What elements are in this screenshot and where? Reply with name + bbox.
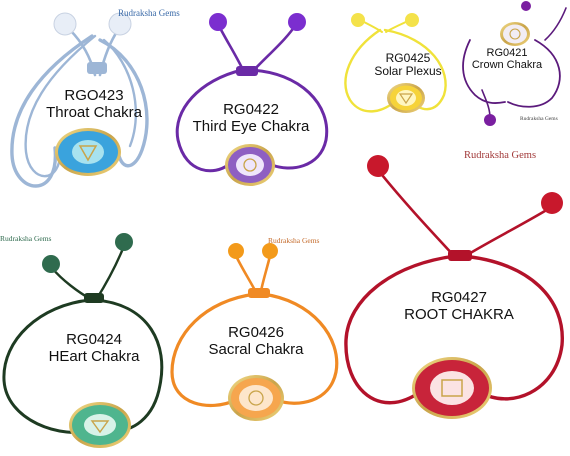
bead-right — [405, 13, 419, 27]
bead-right — [108, 12, 132, 36]
bracelet-solar-plexus — [344, 13, 447, 113]
product-code: RG0427 — [431, 289, 487, 306]
product-name: HEart Chakra — [48, 347, 140, 365]
bead-left — [42, 255, 60, 273]
bracelet-third-eye — [175, 13, 329, 186]
bracelet-crown — [462, 1, 567, 126]
label-crown: RG0421 Crown Chakra — [468, 47, 546, 72]
product-code: RG0422 — [223, 101, 279, 118]
watermark: Rudraksha Gems — [464, 150, 537, 161]
label-heart: RG0424 HEart Chakra — [38, 331, 150, 366]
bead-right — [115, 233, 133, 251]
label-third-eye: RG0422 Third Eye Chakra — [186, 101, 316, 136]
bead-left — [53, 12, 77, 36]
watermark: Rudraksha Gems — [520, 116, 558, 122]
label-root: RG0427 ROOT CHAKRA — [400, 289, 518, 324]
product-code: RG0421 — [486, 47, 528, 59]
watermark: Rudraksha Gems — [268, 236, 320, 245]
bead-left — [228, 243, 244, 259]
bead-left — [367, 155, 389, 177]
watermark: Rudraksha Gems — [0, 234, 52, 243]
bracelet-heart — [2, 233, 164, 448]
label-solar-plexus: RG0425 Solar Plexus — [360, 51, 456, 79]
chakra-disc — [503, 24, 527, 44]
bead-top — [521, 1, 531, 11]
product-name: Sacral Chakra — [208, 340, 304, 358]
product-name: Throat Chakra — [46, 103, 142, 121]
product-code: RG0424 — [66, 331, 122, 348]
product-code: RG0425 — [385, 51, 431, 65]
label-sacral: RG0426 Sacral Chakra — [200, 324, 312, 359]
bead-left — [351, 13, 365, 27]
product-name: Crown Chakra — [471, 59, 543, 72]
bead-bottom — [484, 114, 496, 126]
product-code: RGO423 — [64, 87, 124, 104]
bead-left — [209, 13, 227, 31]
bead-right — [541, 192, 563, 214]
label-throat: RGO423 Throat Chakra — [42, 87, 146, 122]
product-name: Solar Plexus — [374, 64, 442, 79]
bead-right — [288, 13, 306, 31]
bracelet-root — [344, 155, 564, 419]
product-name: ROOT CHAKRA — [404, 305, 514, 323]
bead-right — [262, 243, 278, 259]
bracelet-throat — [10, 12, 149, 188]
product-code: RG0426 — [228, 324, 284, 341]
watermark: Rudraksha Gems — [118, 8, 180, 18]
bracelet-sacral — [170, 243, 339, 421]
product-name: Third Eye Chakra — [192, 117, 310, 135]
